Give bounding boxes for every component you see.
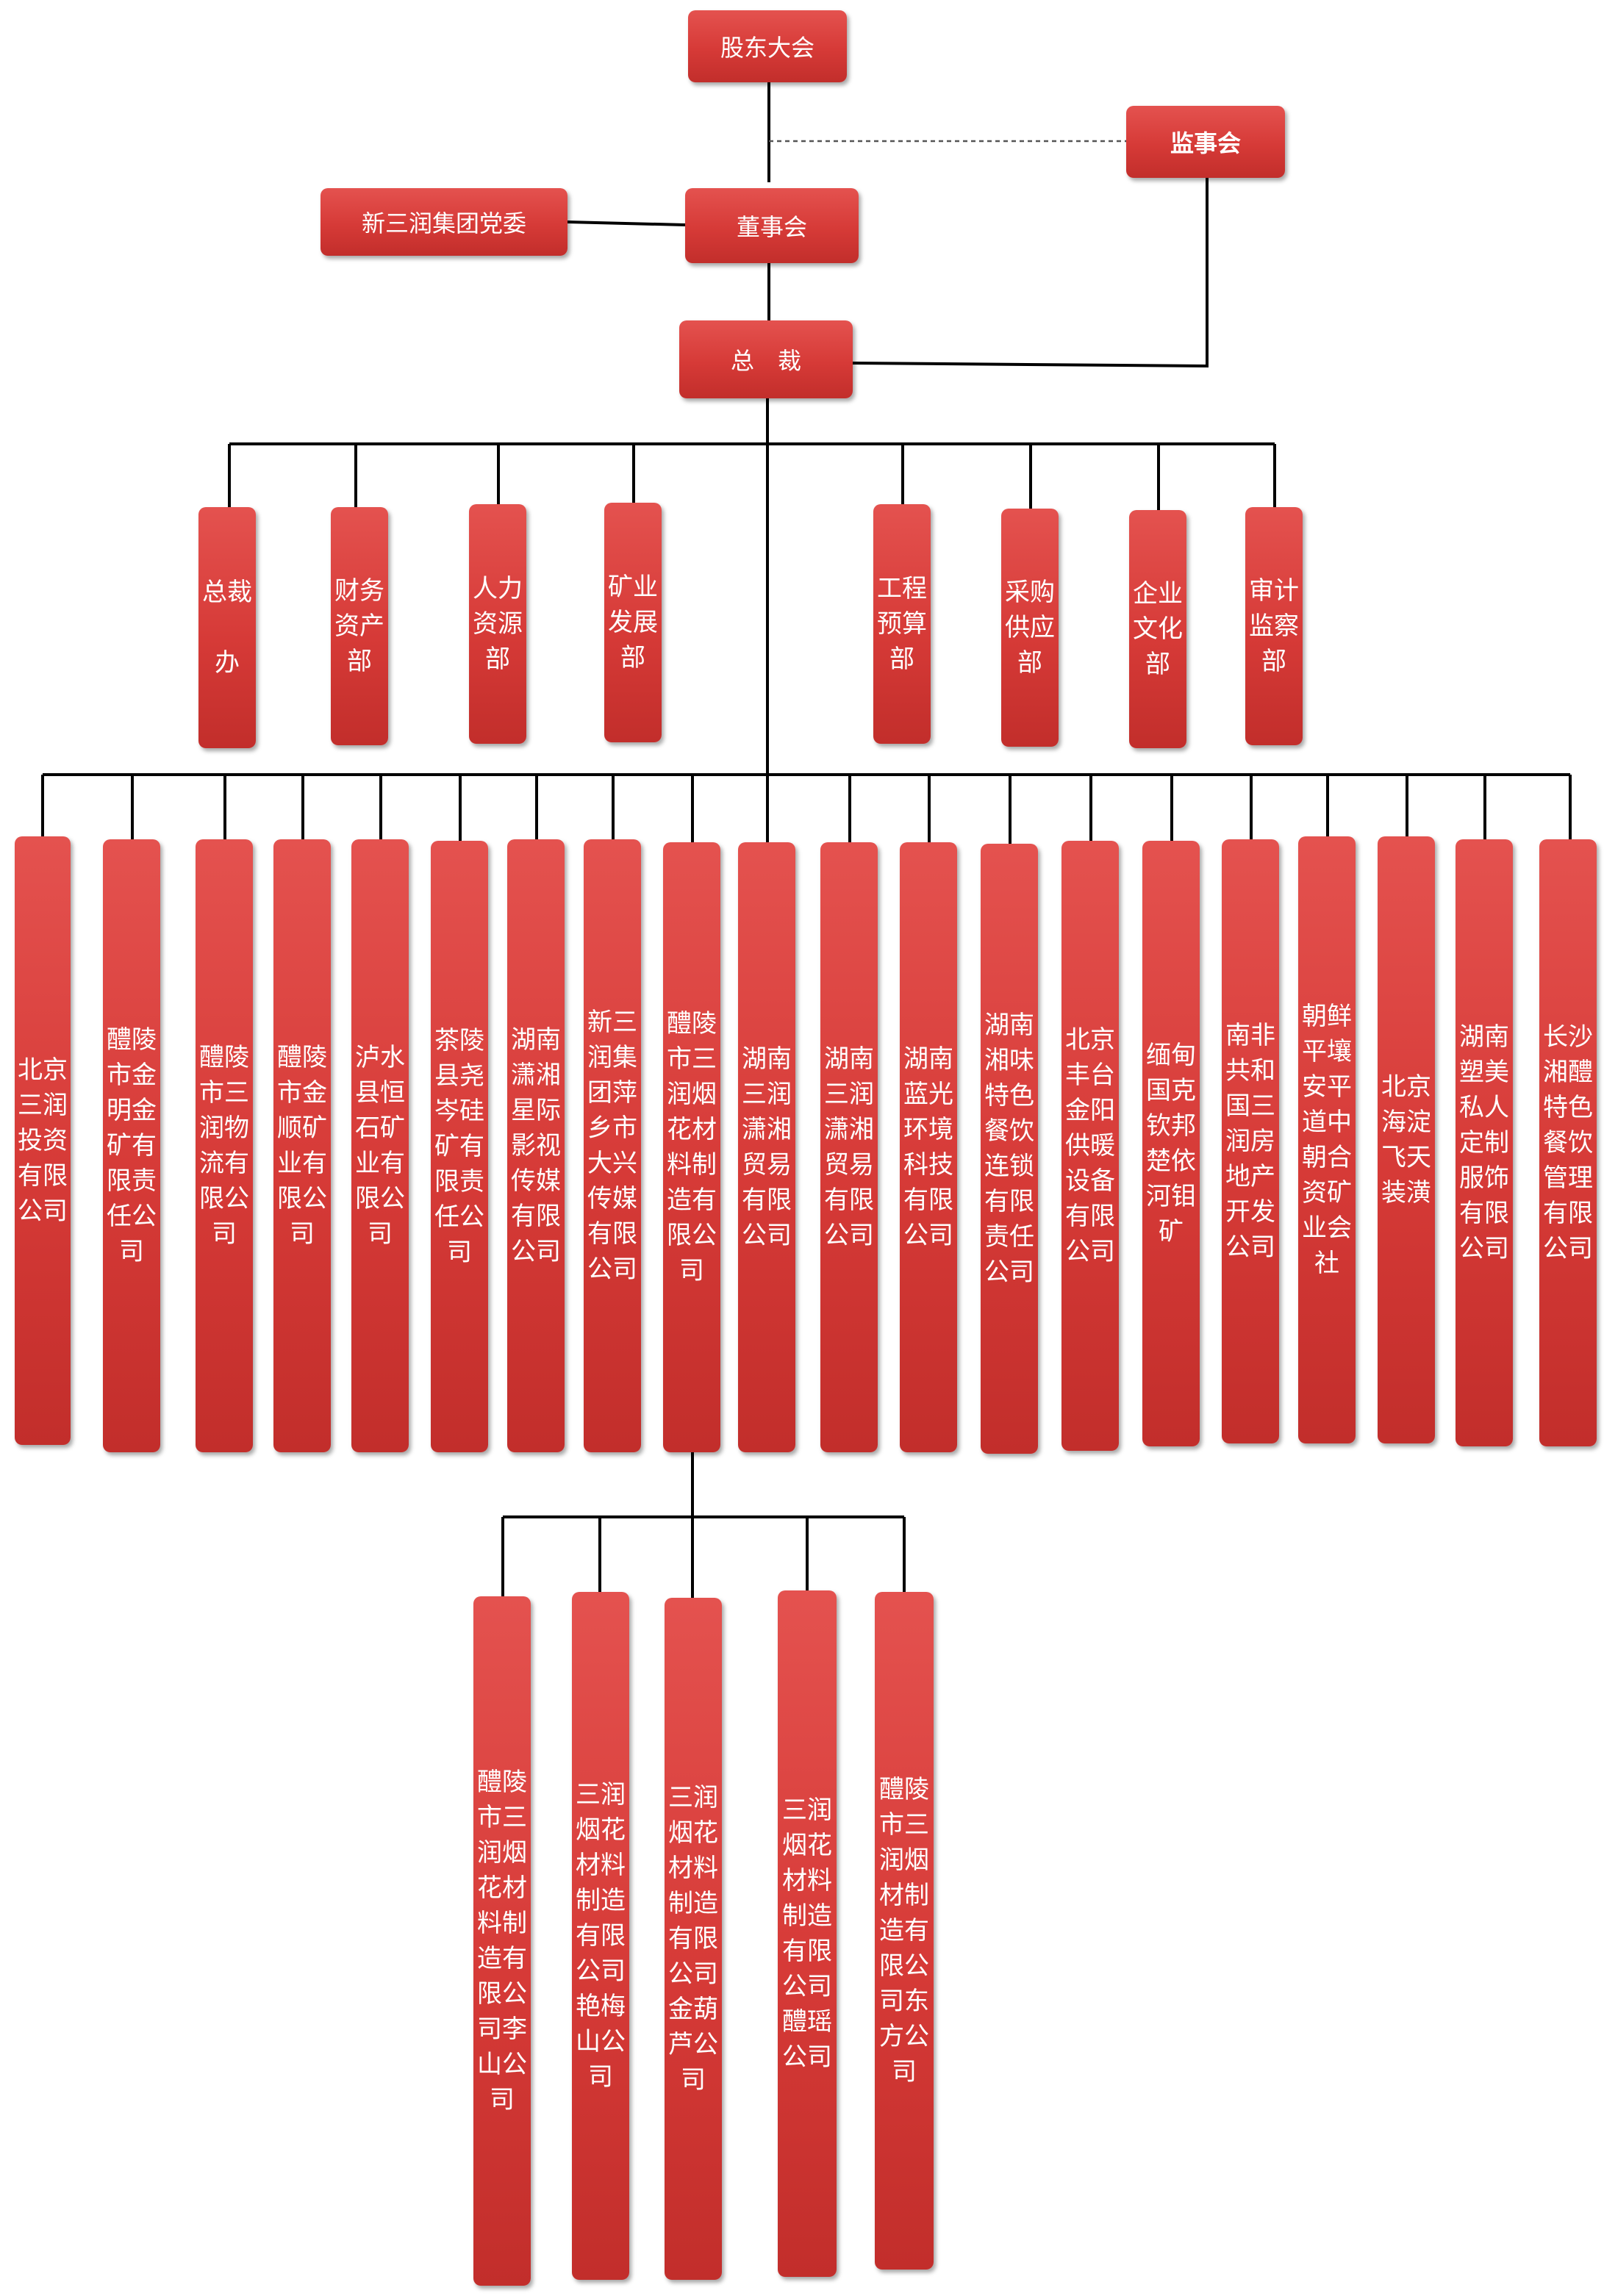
branch-company-box: 醴陵市三润烟花材料制造有限公司李山公司	[473, 1596, 531, 2286]
subsidiary-box: 长沙湘醴特色餐饮管理有限公司	[1539, 839, 1597, 1446]
branch-company-box: 三润烟花材料制造有限公司艳梅山公司	[572, 1592, 629, 2280]
subsidiary-box: 湖南三润潇湘贸易有限公司	[738, 842, 795, 1452]
subsidiary-box: 茶陵县尧岑硅矿有限责任公司	[431, 841, 488, 1452]
subsidiary-box: 朝鲜平壤安平道中朝合资矿业会社	[1298, 836, 1356, 1443]
subsidiary-box: 醴陵市金明金矿有限责任公司	[103, 839, 160, 1452]
subsidiary-box: 湖南潇湘星际影视传媒有限公司	[507, 839, 565, 1452]
branch-company-box: 三润烟花材料制造有限公司醴瑶公司	[778, 1590, 837, 2277]
department-human-resources: 人力资源部	[469, 504, 526, 744]
board-of-directors-box: 董事会	[685, 188, 859, 263]
subsidiary-box: 湖南三润潇湘贸易有限公司	[820, 842, 878, 1452]
branch-company-box: 醴陵市三润烟材制造有限公司东方公司	[875, 1592, 934, 2270]
subsidiary-box: 泸水县恒石矿业有限公司	[351, 839, 409, 1452]
subsidiary-box: 湖南蓝光环境科技有限公司	[900, 842, 957, 1452]
department-president-office: 总裁办	[198, 507, 256, 748]
department-procurement-supply: 采购供应部	[1001, 509, 1059, 747]
supervisory-board-box: 监事会	[1126, 106, 1285, 178]
subsidiary-box: 北京三润投资有限公司	[15, 836, 71, 1445]
party-committee-box: 新三润集团党委	[321, 188, 568, 256]
subsidiary-box: 北京丰台金阳供暖设备有限公司	[1061, 841, 1119, 1451]
department-mining-development: 矿业发展部	[604, 503, 662, 742]
subsidiary-box: 醴陵市三润物流有限公司	[196, 839, 253, 1452]
branch-company-box: 三润烟花材料制造有限公司金葫芦公司	[665, 1598, 722, 2280]
subsidiary-box: 缅甸国克钦邦楚依河钼矿	[1142, 841, 1200, 1446]
subsidiary-box: 南非共和国三润房地产开发公司	[1222, 839, 1279, 1443]
shareholders-meeting-box: 股东大会	[688, 10, 847, 82]
subsidiary-box: 湖南塑美私人定制服饰有限公司	[1456, 839, 1513, 1446]
subsidiary-box: 醴陵市三润烟花材料制造有限公司	[663, 842, 720, 1452]
subsidiary-box: 北京海淀飞天装潢	[1378, 836, 1435, 1443]
department-corporate-culture: 企业文化部	[1129, 510, 1186, 748]
subsidiary-box: 醴陵市金顺矿业有限公司	[273, 839, 331, 1452]
president-box: 总 裁	[679, 320, 853, 398]
department-audit-supervision: 审计监察部	[1245, 507, 1303, 745]
department-engineering-budget: 工程预算部	[873, 504, 931, 744]
subsidiary-box: 湖南湘味特色餐饮连锁有限责任公司	[981, 844, 1038, 1454]
subsidiary-box: 新三润集团萍乡市大兴传媒有限公司	[584, 839, 641, 1452]
department-finance-assets: 财务资产部	[331, 507, 388, 745]
